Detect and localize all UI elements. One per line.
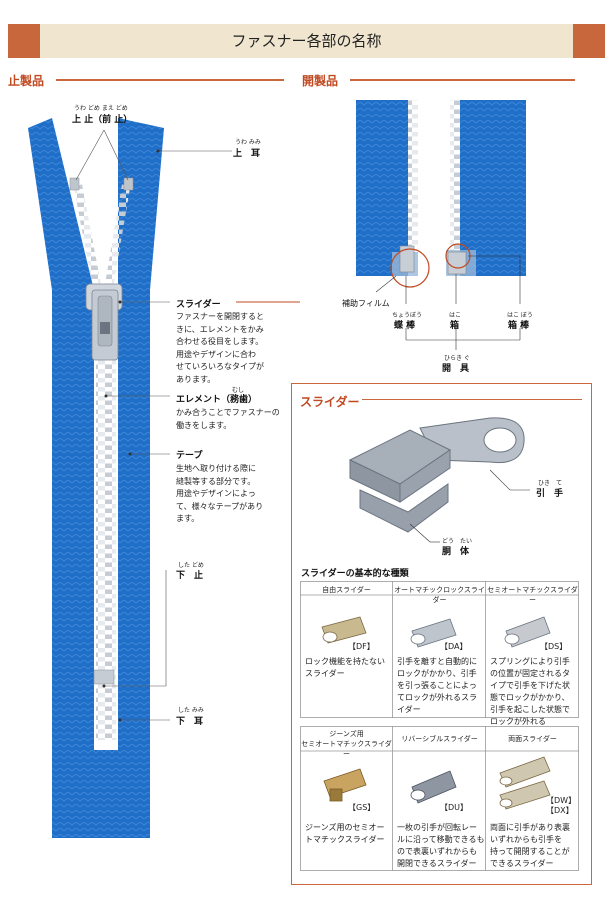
opener-ruby: ひらき ぐ	[444, 355, 470, 362]
type-ds-code: 【DS】	[540, 642, 568, 651]
type-gs-desc: ジーンズ用のセミオートマチックスライダー	[305, 823, 385, 844]
type-da-name: オートマチックロックスライダー	[394, 586, 485, 604]
top-tape-label: 上 耳	[233, 149, 261, 159]
section-open-line	[350, 79, 575, 81]
section-closed-line	[56, 79, 284, 81]
slider-box-title: スライダー	[300, 395, 360, 409]
bottom-tape-label: 下 耳	[176, 717, 204, 727]
tape-label: テープ	[176, 451, 203, 461]
box-pin-ruby: はこ ぼう	[507, 312, 533, 319]
header-accent-right	[573, 24, 605, 58]
top-stop-ruby: うわ どめ まえ どめ	[74, 105, 128, 112]
slider-label: スライダー	[176, 300, 221, 310]
type-df-name: 自由スライダー	[322, 586, 371, 594]
type-dw-name: 両面スライダー	[508, 735, 557, 743]
pin-ruby: ちょうぼう	[392, 312, 423, 319]
type-dw-desc: 両面に引手があり表裏いずれからも引手を 持って開閉することができるスライダー	[490, 823, 570, 868]
body-label: 胴 体	[442, 547, 470, 557]
type-df-desc: ロック機能を持たないスライダー	[305, 657, 385, 678]
pin-label: 蝶 棒	[394, 321, 416, 331]
types-title: スライダーの基本的な種類	[301, 569, 409, 579]
slider-box-title-line	[362, 399, 582, 400]
header-accent-left	[8, 24, 40, 58]
slider-description: ファスナーを開閉するときに、エレメントをかみ 合わせる役目をします。用途やデザイ…	[176, 312, 264, 384]
closed-zipper-illustration	[28, 118, 300, 838]
type-du-name: リバーシブルスライダー	[401, 735, 478, 743]
film-label: 補助フィルム	[342, 299, 390, 308]
type-da-desc: 引手を離すと自動的にロックがかかり、引手 を引っ張ることによってロックが外れるス…	[397, 657, 477, 714]
types-grid	[300, 581, 579, 871]
box-label: 箱	[450, 321, 460, 331]
opener-label: 開 具	[442, 364, 470, 374]
page-title: ファスナー各部の名称	[231, 32, 382, 50]
box-pin-label: 箱 棒	[508, 321, 530, 331]
type-gs-code: 【GS】	[348, 803, 376, 812]
bottom-tape-ruby: した みみ	[178, 707, 204, 714]
element-ruby: むし	[232, 387, 245, 394]
box-ruby: はこ	[449, 312, 462, 319]
open-zipper-illustration	[356, 100, 526, 350]
slider-illustration	[348, 417, 530, 543]
pull-label: 引 手	[536, 489, 564, 499]
pull-ruby: ひき て	[538, 480, 563, 487]
type-du-desc: 一枚の引手が回転レールに沿って移動できるも ので表裏いずれからも開閉できるスライ…	[397, 823, 485, 868]
top-tape-ruby: うわ みみ	[235, 139, 261, 146]
body-ruby: どう たい	[442, 538, 473, 545]
type-dw-code: 【DW】 【DX】	[546, 796, 577, 815]
header-band	[40, 24, 573, 58]
section-closed-label: 止製品	[8, 74, 45, 88]
bottom-stop-ruby: した どめ	[178, 562, 204, 569]
type-du-code: 【DU】	[440, 803, 469, 812]
section-open-label: 開製品	[302, 74, 339, 88]
type-gs-name: ジーンズ用 セミオートマチックスライダー	[301, 730, 392, 758]
type-ds-name: セミオートマチックスライダー	[487, 586, 578, 604]
tape-description: 生地へ取り付ける際に縫製等する部分です。 用途やデザインによって、様々なテープが…	[176, 464, 264, 523]
bottom-stop-label: 下 止	[176, 571, 204, 581]
type-df-code: 【DF】	[348, 642, 375, 651]
element-label: エレメント（務歯）	[176, 395, 258, 405]
type-da-code: 【DA】	[440, 642, 468, 651]
type-ds-desc: スプリングにより引手の位置が固定されるタ イプで引手を下げた状態でロックがかかり…	[490, 657, 570, 726]
element-description: かみ合うことでファスナーの働きをします。	[176, 408, 280, 430]
top-stop-label: 上 止（前 止）	[72, 115, 133, 125]
